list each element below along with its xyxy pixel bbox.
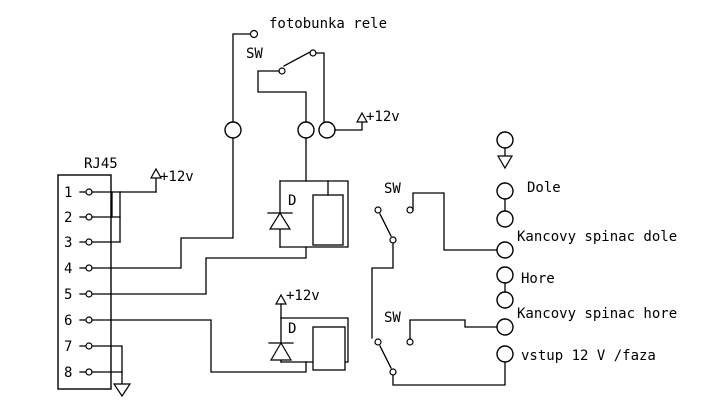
terminal-label-up: Hore	[521, 271, 555, 287]
contact-switch-upper	[371, 192, 499, 339]
terminal-column	[496, 131, 514, 363]
supply-triangle-relay2	[274, 293, 288, 305]
rj45-pin-label: 6	[64, 313, 72, 329]
pin6-wire	[91, 319, 307, 373]
photocell-relay-terminal	[249, 29, 259, 39]
rj45-pin-label: 7	[64, 339, 72, 355]
relay-switch-blade	[283, 51, 311, 67]
relay-1	[267, 137, 349, 248]
rj45-title: RJ45	[84, 156, 118, 172]
supply-label-rj45: +12v	[160, 169, 194, 185]
switch-right-wire	[315, 52, 325, 123]
contact-switch-lower	[374, 319, 506, 386]
relay-switch-label: SW	[246, 46, 263, 62]
photocell-relay-label: fotobunka rele	[269, 16, 387, 32]
photocell-terminal-a	[224, 121, 242, 139]
diode-label-1: D	[288, 193, 296, 209]
terminal-label-input: vstup 12 V /faza	[521, 348, 656, 364]
rj45-pin-label: 5	[64, 287, 72, 303]
terminal-c-supply-wire	[334, 121, 363, 131]
rj45-connector-body	[57, 174, 112, 390]
rj45-pin-label: 2	[64, 210, 72, 226]
rj45-pin-label: 3	[64, 235, 72, 251]
terminal-label-limit-up: Kancovy spinac hore	[517, 306, 677, 322]
supply-triangle-top	[355, 111, 369, 123]
supply-label-relay2: +12v	[286, 288, 320, 304]
pin7-pin8-ground-wire	[91, 345, 123, 384]
diode-label-2: D	[288, 321, 296, 337]
pin4-wire	[91, 136, 234, 269]
relay-2	[268, 303, 349, 371]
ground-triangle-rj45	[112, 383, 132, 398]
pin5-wire	[91, 246, 307, 295]
rj45-pin-label: 4	[64, 261, 72, 277]
switch-label-upper: SW	[384, 181, 401, 197]
photocell-top-wire	[232, 33, 251, 123]
switch-left-wire	[257, 70, 307, 123]
supply-label-top: +12v	[366, 109, 400, 125]
pins-1-3-supply-wire	[91, 177, 157, 243]
terminal-label-down: Dole	[527, 180, 561, 196]
rj45-pin-label: 1	[64, 185, 72, 201]
switch-label-lower: SW	[384, 310, 401, 326]
photocell-terminal-b	[297, 121, 315, 139]
switch-contact-left	[278, 67, 286, 75]
photocell-terminal-c	[318, 121, 336, 139]
switch-contact-right	[309, 49, 317, 57]
rj45-pin-label: 8	[64, 365, 72, 381]
terminal-label-limit-down: Kancovy spinac dole	[517, 229, 677, 245]
supply-triangle-rj45	[149, 167, 163, 179]
rj45-pin-numbers: 1 2 3 4 5 6 7 8	[64, 185, 72, 381]
